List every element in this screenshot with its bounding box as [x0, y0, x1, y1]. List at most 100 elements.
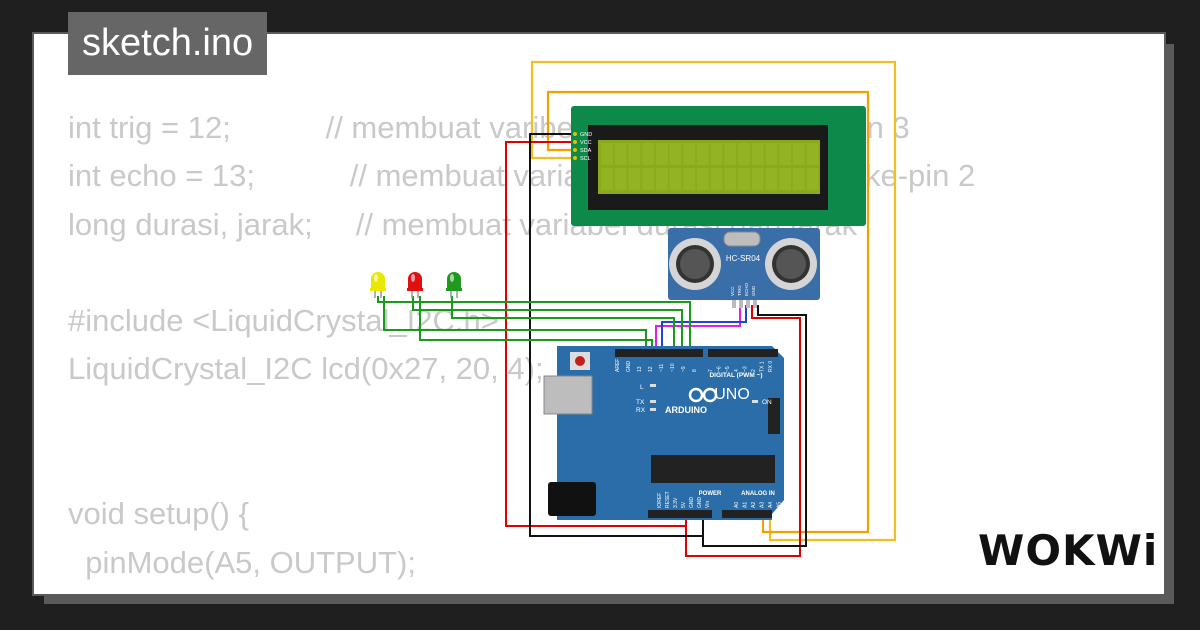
wire-green-gnd	[383, 296, 647, 352]
digital-pin-label: 13	[637, 366, 643, 372]
wire-blue-echo	[661, 305, 747, 352]
sensor-pin[interactable]	[746, 300, 750, 308]
wires	[377, 60, 897, 557]
code-line: #include <LiquidCrystal_I2C.h>	[68, 303, 499, 339]
lcd-pin[interactable]	[573, 156, 577, 160]
led-yellow[interactable]	[370, 272, 386, 298]
digital-pin-label: 4	[734, 369, 740, 372]
sensor-pin[interactable]	[739, 300, 743, 308]
lcd-cell	[683, 143, 696, 165]
lcd-cell	[765, 143, 778, 165]
lcd-pin[interactable]	[573, 132, 577, 136]
digital-label: DIGITAL (PWM ~)	[709, 372, 762, 379]
lcd-cell	[696, 168, 709, 190]
tx-label: TX	[636, 399, 645, 406]
lcd-cell	[779, 143, 792, 165]
analog-pin-label: A1	[743, 502, 749, 508]
wire-green-led-red	[412, 296, 683, 352]
lcd-cell	[710, 168, 723, 190]
analog-label: ANALOG IN	[741, 491, 775, 497]
lcd-cell	[655, 168, 668, 190]
code-line: pinMode(A4, OUTPUT);	[68, 587, 975, 594]
digital-pin-label: ~6	[717, 366, 723, 372]
wire-magenta-trig	[655, 305, 741, 352]
wire-black-gnd	[529, 133, 807, 547]
wire-green-led-green	[451, 296, 675, 352]
code-line: void setup() {	[68, 496, 249, 532]
power-pin-label: RESET	[665, 491, 671, 508]
led-green[interactable]	[446, 272, 462, 298]
lcd-cell	[738, 143, 750, 165]
sensor-pin-label: TRIG	[737, 285, 742, 296]
board-model: UNO	[714, 386, 750, 403]
wire-red-vcc	[505, 141, 801, 557]
digital-pin-label: AREF	[615, 359, 621, 372]
lcd-cell	[792, 168, 805, 190]
sensor-label: HC-SR04	[726, 254, 761, 263]
wire-yellow-scl	[530, 60, 897, 542]
analog-pin-label: A3	[760, 502, 766, 508]
lcd-cell	[601, 168, 613, 190]
lcd-cell	[601, 143, 613, 165]
lcd-cell	[669, 143, 682, 165]
power-pin-label: Vin	[705, 501, 711, 508]
lcd-cell	[806, 168, 819, 190]
lcd-pin[interactable]	[573, 140, 577, 144]
analog-pin-label: A0	[734, 502, 740, 508]
wire-green-led-yellow	[377, 296, 691, 352]
power-pin-label: 5V	[681, 501, 687, 508]
digital-pin-label: 8	[692, 369, 698, 372]
digital-pin-label: ~5	[725, 366, 731, 372]
wire-orange-sda	[546, 90, 870, 534]
lcd-cell	[751, 168, 764, 190]
lcd-cell	[628, 143, 641, 165]
lcd-cell	[724, 143, 737, 165]
digital-pin-label: 7	[708, 369, 714, 372]
digital-pin-label: ~3	[742, 366, 748, 372]
digital-pin-label: RX 0	[768, 361, 774, 372]
sensor-pin[interactable]	[753, 300, 757, 308]
lcd-pin[interactable]	[573, 148, 577, 152]
power-pin-label: GND	[689, 497, 695, 509]
code-line: LiquidCrystal_I2C lcd(0x27, 20, 4);	[68, 351, 544, 387]
lcd-cell	[806, 143, 819, 165]
led-red[interactable]	[407, 272, 423, 298]
lcd-cell	[751, 143, 764, 165]
analog-pin-label: A5	[777, 502, 783, 508]
board-brand: ARDUINO	[665, 405, 707, 415]
lcd-cell	[696, 143, 709, 165]
sensor-pin[interactable]	[732, 300, 736, 308]
lcd-cell	[792, 143, 805, 165]
wire-green-gnd2	[419, 296, 653, 352]
lcd-cell	[724, 168, 737, 190]
lcd-cell	[710, 143, 723, 165]
arduino-uno-board[interactable]: ARDUINO UNO DIGITAL (PWM ~) ON L TX RX P…	[543, 346, 784, 520]
digital-pin-label: ~11	[659, 364, 665, 372]
on-label: ON	[762, 399, 772, 406]
power-pin-label: IOREF	[657, 493, 663, 508]
digital-pin-label: 2	[751, 369, 757, 372]
l-label: L	[640, 384, 644, 391]
sensor-pin-label: ECHO	[744, 282, 749, 296]
lcd-pin-label: GND	[580, 132, 592, 138]
rx-label: RX	[636, 407, 646, 414]
file-tab-sketch[interactable]: sketch.ino	[68, 12, 268, 75]
lcd-cell	[614, 168, 627, 190]
power-pin-label: 3.3V	[673, 497, 679, 508]
lcd-cell	[669, 168, 682, 190]
sensor-pin-label: VCC	[730, 286, 735, 296]
lcd-cell	[642, 143, 655, 165]
analog-pin-label: A4	[768, 502, 774, 508]
power-pin-label: GND	[697, 497, 703, 509]
lcd-cell	[614, 143, 627, 165]
digital-pin-label: ~9	[681, 366, 687, 372]
digital-pin-label: ~10	[670, 363, 676, 372]
reset-button[interactable]	[575, 356, 585, 366]
analog-pin-label: A2	[751, 502, 757, 508]
lcd-cell	[683, 168, 696, 190]
digital-pin-label: 12	[648, 366, 654, 372]
lcd-pin-label: SCL	[580, 156, 591, 162]
